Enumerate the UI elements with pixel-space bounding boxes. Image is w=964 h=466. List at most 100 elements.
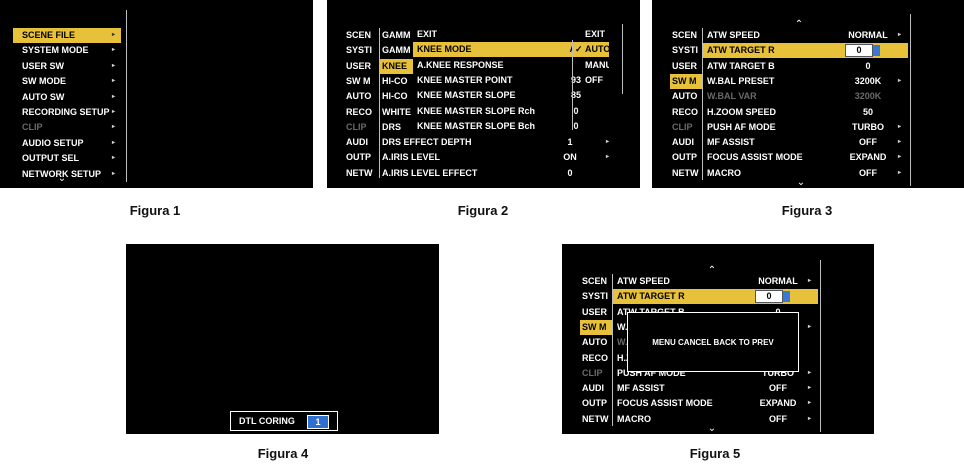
knee-menu-item[interactable]: KNEE MODEAU bbox=[413, 42, 583, 58]
submenu-item[interactable]: DRS bbox=[380, 120, 413, 135]
menu-item[interactable]: AUDI bbox=[343, 135, 379, 150]
knee-mode-option[interactable]: MANUAL bbox=[573, 58, 609, 73]
menu-item[interactable]: RECO bbox=[670, 105, 702, 120]
menu-item-label: RECORDING SETUP bbox=[22, 107, 110, 117]
menu-item[interactable]: SYSTI bbox=[343, 43, 379, 58]
menu-item-value: EXPAND bbox=[849, 152, 887, 163]
scroll-up-icon[interactable]: ⌃ bbox=[707, 265, 717, 276]
menu-item-value: 50 bbox=[862, 106, 873, 117]
submenu-item[interactable]: WHITE bbox=[380, 105, 413, 120]
menu-item[interactable]: AUTO SW▸ bbox=[13, 90, 121, 105]
menu-item-label: MACRO bbox=[617, 413, 651, 424]
dtl-coring-box[interactable]: DTL CORING 1 bbox=[230, 411, 338, 431]
menu-item[interactable]: OUTP bbox=[343, 150, 379, 165]
menu-item[interactable]: RECO bbox=[343, 105, 379, 120]
menu-item[interactable]: SW M bbox=[343, 74, 379, 89]
menu-item[interactable]: CLIP▸ bbox=[13, 120, 121, 135]
submenu-item[interactable]: GAMM bbox=[380, 28, 413, 43]
dtl-coring-value[interactable]: 1 bbox=[307, 415, 329, 429]
menu-item[interactable]: CLIP bbox=[343, 120, 379, 135]
menu-item-label: NETW bbox=[672, 167, 699, 178]
menu-item[interactable]: USER bbox=[670, 59, 702, 74]
menu-item-value: ON bbox=[563, 152, 577, 163]
menu-item[interactable]: SCEN bbox=[670, 28, 702, 43]
menu-item[interactable]: SCEN bbox=[343, 28, 379, 43]
value-input[interactable]: 0 bbox=[845, 44, 873, 58]
value-input[interactable]: 0 bbox=[755, 290, 783, 304]
menu-item[interactable]: AUDIO SETUP▸ bbox=[13, 136, 121, 151]
scroll-down-icon[interactable]: ⌄ bbox=[796, 177, 806, 188]
submenu-item[interactable]: GAMM bbox=[380, 43, 413, 58]
menu-item[interactable]: OUTPUT SEL▸ bbox=[13, 151, 121, 166]
submenu-item[interactable]: HI-CO bbox=[380, 74, 413, 89]
menu-item[interactable]: OUTP bbox=[670, 150, 702, 165]
submenu-arrow-icon: ▸ bbox=[112, 32, 116, 38]
menu-item[interactable]: CLIP bbox=[580, 366, 612, 381]
menu-item[interactable]: NETW bbox=[580, 412, 612, 427]
menu-item[interactable]: AUTO bbox=[580, 335, 612, 350]
menu-item[interactable]: SYSTEM MODE▸ bbox=[13, 43, 121, 58]
knee-mode-option[interactable]: AUTO✓ bbox=[573, 42, 609, 58]
menu-item[interactable]: AUTO bbox=[343, 89, 379, 104]
scroll-down-icon[interactable]: ⌄ bbox=[57, 173, 67, 184]
submenu-item[interactable]: KNEE bbox=[380, 58, 413, 74]
menu-item[interactable]: SW MODE▸ bbox=[13, 74, 121, 89]
menu-item[interactable]: NETWORK SETUP▸ bbox=[13, 167, 121, 182]
menu-item[interactable]: SCEN bbox=[580, 274, 612, 289]
menu-item-value: OFF bbox=[769, 383, 787, 394]
menu-item[interactable]: SW M bbox=[580, 319, 612, 335]
scroll-up-icon[interactable]: ⌃ bbox=[794, 19, 804, 30]
menu-item[interactable]: NETW bbox=[670, 166, 702, 181]
spinner-icon[interactable] bbox=[783, 291, 790, 303]
menu-item[interactable]: USER SW▸ bbox=[13, 59, 121, 74]
menu-item[interactable]: RECORDING SETUP▸ bbox=[13, 105, 121, 120]
menu-item[interactable]: AUTO bbox=[670, 89, 702, 104]
menu-item[interactable]: AUDI bbox=[670, 135, 702, 150]
menu-item[interactable]: SW M bbox=[670, 73, 702, 89]
menu-item[interactable]: CLIP bbox=[670, 120, 702, 135]
menu-item[interactable]: SYSTI bbox=[670, 43, 702, 58]
setting-row[interactable]: ATW TARGET B0 bbox=[613, 305, 818, 320]
menu-item[interactable]: RECO bbox=[580, 351, 612, 366]
scroll-down-icon[interactable]: ⌄ bbox=[707, 423, 717, 434]
knee-menu-item[interactable]: EXIT bbox=[413, 27, 583, 42]
submenu-item[interactable]: HI-CO bbox=[380, 89, 413, 104]
menu-item[interactable]: OUTP bbox=[580, 396, 612, 411]
menu-item-value: 0 bbox=[573, 105, 579, 116]
knee-menu-item[interactable]: A.KNEE RESPONSE bbox=[413, 58, 583, 73]
menu-item[interactable]: USER bbox=[343, 59, 379, 74]
menu-item[interactable]: USER bbox=[580, 305, 612, 320]
knee-mode-option[interactable]: OFF bbox=[573, 73, 609, 88]
menu-item-label: MF ASSIST bbox=[707, 137, 755, 148]
menu-item[interactable]: NETW bbox=[343, 166, 379, 181]
menu-item[interactable]: AUDI bbox=[580, 381, 612, 396]
spinner-icon[interactable] bbox=[873, 45, 880, 57]
menu-item[interactable]: SYSTI bbox=[580, 289, 612, 304]
menu-item-label: W.BAL VAR bbox=[707, 91, 757, 102]
knee-mode-option[interactable]: EXIT bbox=[573, 27, 609, 42]
menu-item[interactable]: SCENE FILE▸ bbox=[13, 28, 121, 43]
